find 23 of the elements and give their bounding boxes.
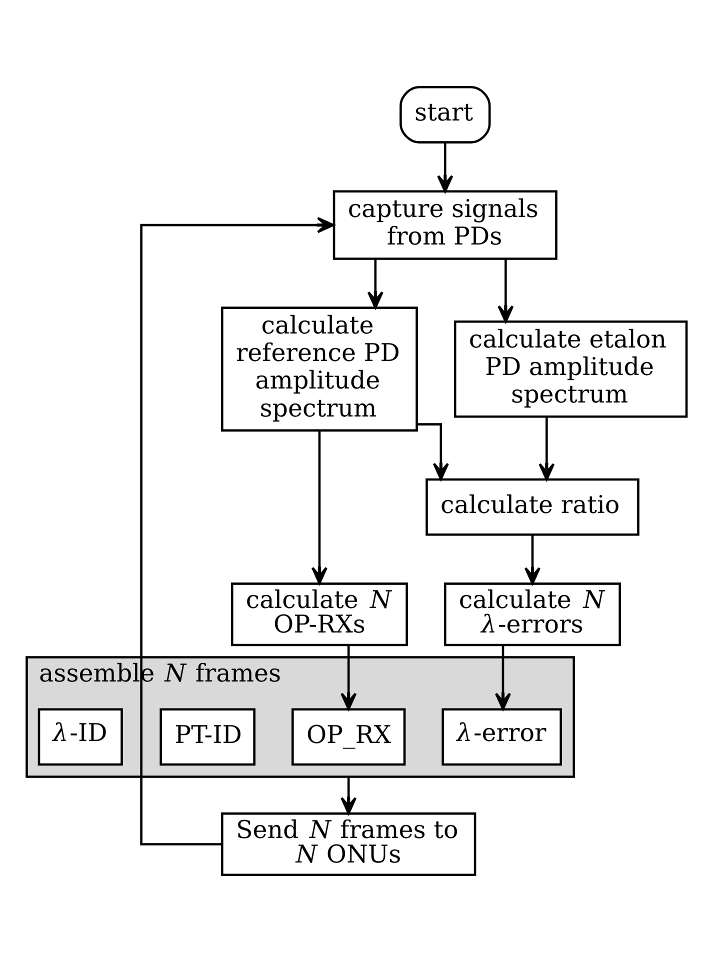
arrow [367,258,384,308]
node-box: λ-error [442,708,562,766]
arrow [538,416,555,480]
arrow [311,430,328,584]
node-box: calculate ratio [426,478,640,536]
arrow [340,776,357,814]
arrow [524,534,541,584]
node-box: calculate reference PD amplitude spectrum [221,306,418,432]
arrow [416,422,449,480]
node-box: calculate N OP-RXs [230,582,408,646]
node-box: Send N frames to N ONUs [221,812,476,876]
node-box: OP_RX [292,708,406,766]
arrow [140,216,334,845]
node-box: start [400,85,491,143]
node-box: calculate etalon PD amplitude spectrum [454,320,688,418]
arrow [340,644,357,710]
arrow [498,258,514,322]
node-box: capture signals from PDs [332,190,558,260]
node-box: calculate N λ-errors [444,582,621,646]
node-box: λ-ID [38,708,123,766]
arrow [494,644,512,710]
node-box: PT-ID [160,708,256,766]
arrow [437,142,454,192]
